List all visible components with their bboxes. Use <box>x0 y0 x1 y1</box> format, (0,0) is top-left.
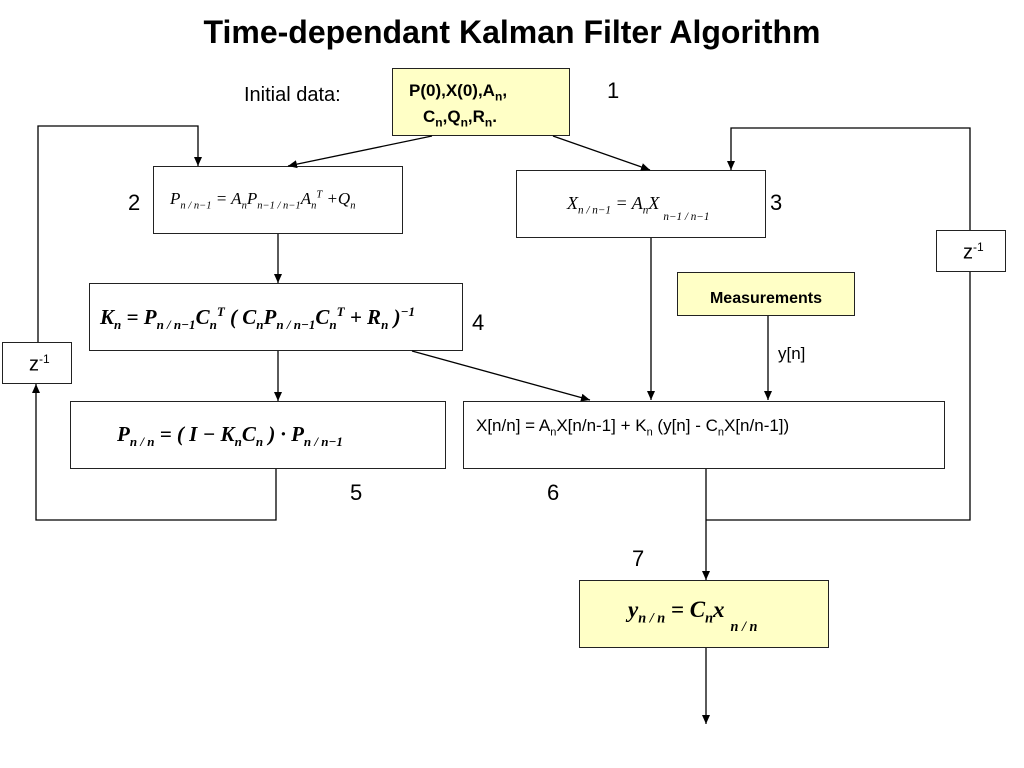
kalman-gain-equation: Kn = Pn / n−1CnT ( CnPn / n−1CnT + Rn )−… <box>100 304 415 333</box>
step-number-7: 7 <box>632 546 645 571</box>
arrow-gain-to-state-update <box>411 350 591 402</box>
measurements-box: Measurements <box>677 272 855 316</box>
step-number-1: 1 <box>607 78 620 103</box>
step-number-3: 3 <box>770 190 783 215</box>
step-number-4: 4 <box>472 310 485 335</box>
delay-block-left: z-1 <box>2 342 72 384</box>
output-box: yn / n = Cnxn / n <box>579 580 829 648</box>
delay-symbol-right: z-1 <box>963 240 984 264</box>
wire-right-delay-to-state <box>727 127 971 230</box>
arrow-init-to-covariance <box>287 135 433 169</box>
covariance-update-equation: Pn / n = ( I − KnCn ) · Pn / n−1 <box>117 422 343 450</box>
initial-data-box: P(0),X(0),An, Cn,Qn,Rn. <box>392 68 570 136</box>
state-update-equation: X[n/n] = AnX[n/n-1] + Kn (y[n] - CnX[n/n… <box>476 416 790 439</box>
arrow-init-to-state <box>552 135 651 171</box>
delay-symbol-left: z-1 <box>29 352 50 376</box>
initial-data-line-1: P(0),X(0),An, <box>409 81 508 104</box>
state-prediction-box: Xn / n−1 = AnXn−1 / n−1 <box>516 170 766 238</box>
step-number-6: 6 <box>547 480 560 505</box>
covariance-prediction-box: Pn / n−1 = AnPn−1 / n−1AnT +Qn <box>153 166 403 234</box>
kalman-gain-box: Kn = Pn / n−1CnT ( CnPn / n−1CnT + Rn )−… <box>89 283 463 351</box>
output-equation: yn / n = Cnxn / n <box>628 597 758 635</box>
initial-data-line-2: Cn,Qn,Rn. <box>423 107 497 130</box>
wire-box6-feedback <box>706 272 971 521</box>
step-number-2: 2 <box>128 190 141 215</box>
measurements-label: Measurements <box>709 290 823 307</box>
initial-data-label: Initial data: <box>244 84 341 106</box>
wire-left-delay-to-covariance <box>37 125 202 342</box>
state-update-box: X[n/n] = AnX[n/n-1] + Kn (y[n] - CnX[n/n… <box>463 401 945 469</box>
step-number-5: 5 <box>350 480 363 505</box>
covariance-prediction-equation: Pn / n−1 = AnPn−1 / n−1AnT +Qn <box>170 189 356 212</box>
covariance-update-box: Pn / n = ( I − KnCn ) · Pn / n−1 <box>70 401 446 469</box>
delay-block-right: z-1 <box>936 230 1006 272</box>
measurement-signal-label: y[n] <box>778 344 806 363</box>
diagram-title: Time-dependant Kalman Filter Algorithm <box>203 14 821 50</box>
wire-box5-feedback <box>32 384 277 521</box>
state-prediction-equation: Xn / n−1 = AnXn−1 / n−1 <box>567 193 710 223</box>
